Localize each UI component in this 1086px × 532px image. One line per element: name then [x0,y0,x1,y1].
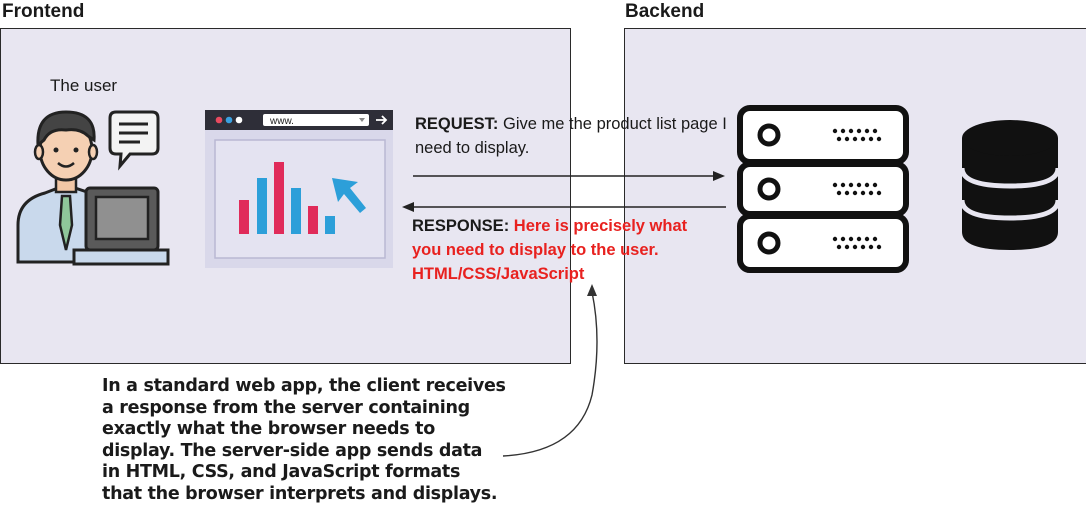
request-arrow [413,171,725,181]
callout-arrowhead [587,284,597,296]
response-arrow [402,202,726,212]
server-rack-icon [737,105,909,273]
browser-chart-icon: www. [205,110,393,268]
callout-connector [502,291,598,457]
caption-text: In a standard web app, the client receiv… [102,376,506,504]
frontend-title: Frontend [2,1,85,22]
browser-url-text: www. [269,116,294,127]
response-message: RESPONSE: Here is precisely what you nee… [412,214,742,286]
user-label: The user [50,76,118,95]
cursor-arrow-icon [332,178,366,213]
speech-bubble-icon [108,110,160,171]
response-text-line1: Here is precisely what [513,217,688,235]
response-label: RESPONSE: [412,217,510,235]
user-at-computer-icon [16,110,170,266]
request-label: REQUEST: [415,115,499,133]
response-text-line3: HTML/CSS/JavaScript [412,265,585,283]
backend-title: Backend [625,1,705,22]
database-icon [959,120,1061,250]
request-message: REQUEST: Give me the product list page I… [415,112,735,160]
request-text: Give me the product list page I need to … [415,115,727,157]
response-text-line2: you need to display to the user. [412,241,659,259]
